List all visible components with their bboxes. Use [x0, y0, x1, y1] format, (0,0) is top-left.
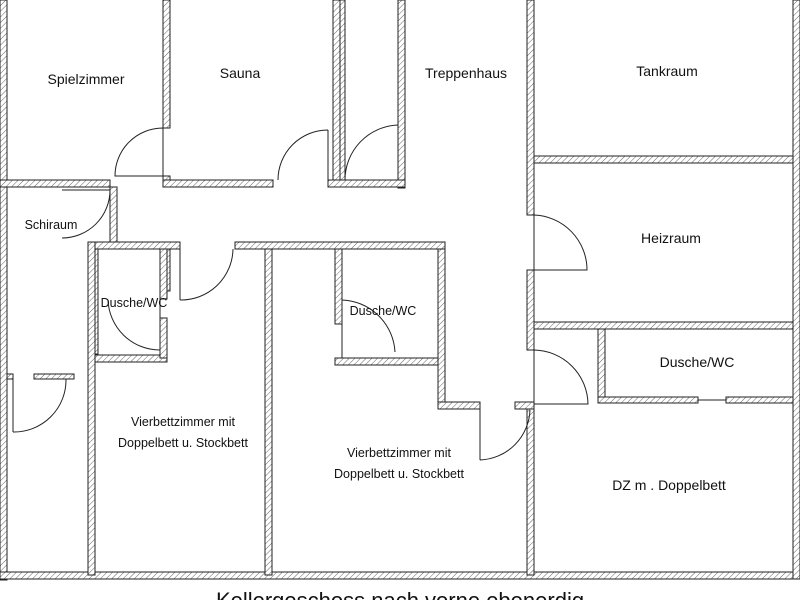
wall-sauna-stair — [332, 0, 341, 181]
wall-stair-inner — [339, 0, 346, 181]
label-tankraum: Tankraum — [636, 63, 697, 79]
wall-dusche-left-inner — [94, 248, 99, 355]
wall-dusche-center-bottom-h — [437, 401, 481, 410]
wall-outer-right — [792, 0, 800, 580]
wall-dusche-left-right2 — [159, 317, 168, 359]
wall-dusche-left-bottom — [94, 354, 168, 363]
label-schiraum: Schiraum — [25, 218, 78, 232]
label-heizraum: Heizraum — [641, 230, 701, 246]
doors — [12, 124, 726, 461]
wall-dusche-center-left — [334, 248, 343, 325]
label-spielzimmer: Spielzimmer — [47, 71, 124, 87]
wall-corridor-lower-left — [87, 241, 181, 250]
wall-spiel-sauna — [162, 0, 171, 129]
wall-corridor-right — [526, 269, 535, 351]
label-dusche-wc-center: Dusche/WC — [350, 304, 417, 318]
label-dz: DZ m . Doppelbett — [612, 477, 726, 493]
door-room2 — [479, 409, 531, 461]
door-dusche-left — [107, 299, 161, 351]
door-spielzimmer — [114, 127, 164, 177]
wall-dusche-left-right — [159, 248, 168, 300]
wall-left-room-vertical — [87, 241, 96, 576]
wall-dusche-right-bottom-1 — [597, 396, 699, 404]
door-room1 — [179, 248, 234, 301]
label-vierbett-center-2: Doppelbett u. Stockbett — [334, 467, 464, 481]
label-dusche-wc-right: Dusche/WC — [660, 354, 735, 370]
label-vierbett-left-2: Doppelbett u. Stockbett — [118, 436, 248, 450]
wall-dusche-left-right3 — [166, 248, 171, 292]
wall-top-horizontal-3 — [327, 179, 406, 188]
door-dz — [533, 349, 589, 405]
label-sauna: Sauna — [220, 65, 261, 81]
wall-tank-bottom — [533, 155, 794, 164]
wall-dusche-right-bottom-2 — [725, 396, 794, 404]
door-treppenhaus — [344, 124, 399, 181]
wall-corridor-right-low — [526, 404, 535, 576]
wall-stair-right — [397, 0, 406, 189]
room-labels: Spielzimmer Sauna Treppenhaus Tankraum S… — [25, 63, 735, 493]
door-heizraum — [533, 214, 588, 271]
label-vierbett-left-1: Vierbettzimmer mit — [131, 415, 235, 429]
wall-outer-left — [0, 0, 8, 181]
label-dusche-wc-left: Dusche/WC — [101, 296, 168, 310]
wall-room2-left — [264, 248, 273, 576]
wall-left-hall-top — [6, 373, 14, 380]
door-left-hall — [12, 378, 67, 433]
door-schiraum — [61, 189, 111, 239]
wall-tank-left — [526, 0, 535, 216]
wall-top-horizontal-2 — [162, 179, 274, 188]
wall-dusche-center-bottom — [334, 357, 446, 366]
door-dusche-center — [341, 299, 396, 358]
wall-center-right-bottom — [514, 401, 535, 410]
wall-outer-bottom — [0, 571, 800, 580]
label-vierbett-center-1: Vierbettzimmer mit — [347, 446, 451, 460]
walls — [0, 0, 800, 581]
wall-left-hall-top2 — [33, 373, 75, 380]
wall-heiz-bottom — [533, 321, 794, 330]
label-treppenhaus: Treppenhaus — [425, 65, 507, 81]
wall-corridor-lower-mid — [234, 241, 446, 250]
wall-outer-left-lower — [0, 179, 8, 581]
wall-top-horizontal — [0, 179, 111, 188]
wall-dusche-right-left — [597, 328, 606, 403]
wall-schiraum-right — [109, 186, 118, 243]
plan-caption: Kellergeschoss nach vorne ebenerdig — [216, 588, 584, 600]
door-sauna — [277, 129, 329, 181]
wall-dusche-center-right — [437, 248, 446, 410]
